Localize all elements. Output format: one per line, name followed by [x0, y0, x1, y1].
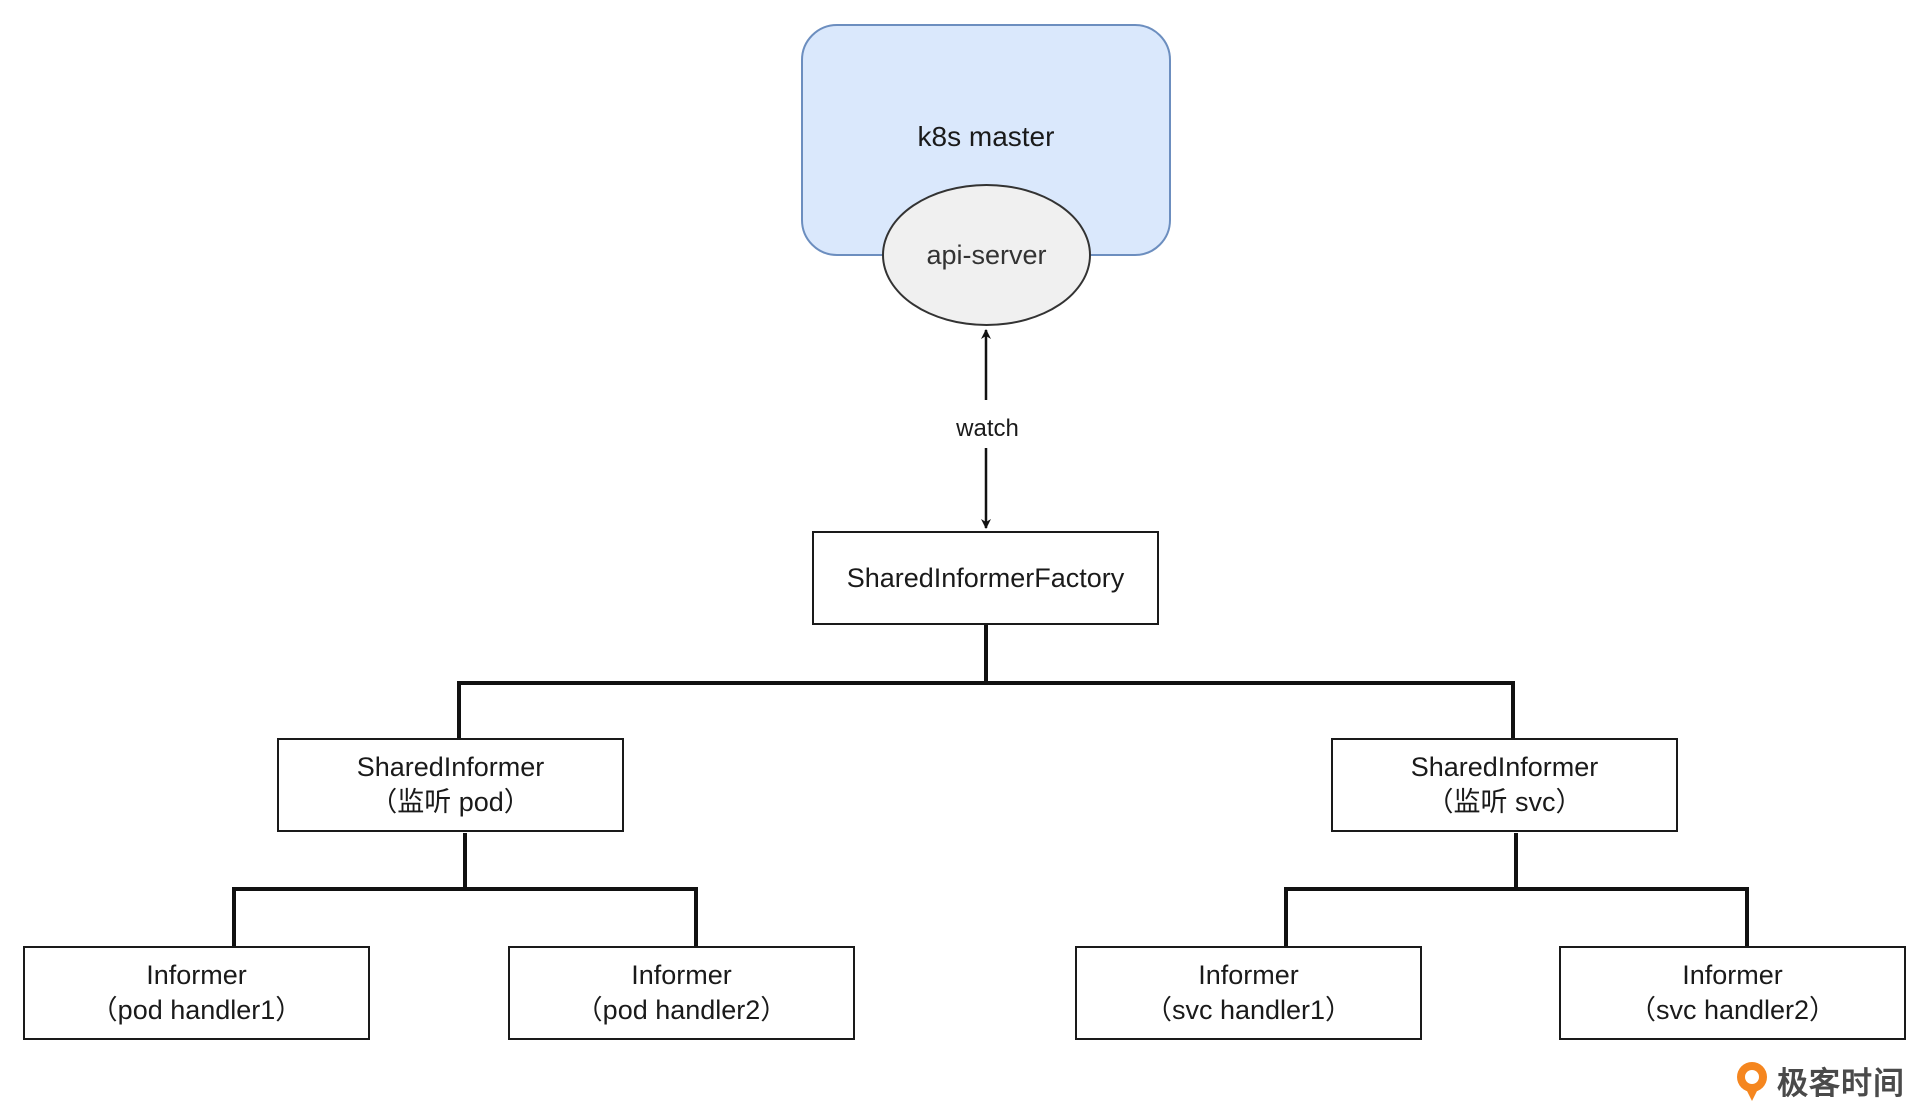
informer-pod-handler2-name: Informer	[631, 960, 732, 990]
shared-informer-factory-box: SharedInformerFactory	[812, 531, 1159, 625]
pod-tree-connector	[232, 833, 698, 946]
geektime-logo-text: 极客时间	[1777, 1066, 1905, 1101]
shared-informer-pod-name: SharedInformer	[356, 752, 545, 782]
svc-tree-connector	[1284, 833, 1749, 946]
informer-svc-handler2-detail: （svc handler2）	[1628, 995, 1837, 1025]
informer-svc-handler2-box: Informer （svc handler2）	[1559, 946, 1906, 1040]
informer-pod-handler2-detail: （pod handler2）	[575, 995, 788, 1025]
informer-svc-handler2-name: Informer	[1682, 960, 1783, 990]
k8s-master-label: k8s master	[917, 121, 1055, 152]
watch-label: watch	[930, 413, 1045, 445]
api-server-label: api-server	[926, 239, 1047, 270]
informer-svc-handler1-box: Informer （svc handler1）	[1075, 946, 1422, 1040]
factory-tree-connector	[457, 625, 1515, 738]
geektime-logo-icon	[1737, 1061, 1767, 1101]
shared-informer-svc-name: SharedInformer	[1410, 752, 1599, 782]
informer-pod-handler2-box: Informer （pod handler2）	[508, 946, 855, 1040]
informer-svc-handler1-name: Informer	[1198, 960, 1299, 990]
shared-informer-pod-detail: （监听 pod）	[370, 787, 531, 817]
shared-informer-pod-box: SharedInformer （监听 pod）	[277, 738, 624, 832]
shared-informer-svc-box: SharedInformer （监听 svc）	[1331, 738, 1678, 832]
informer-pod-handler1-detail: （pod handler1）	[90, 995, 303, 1025]
informer-pod-handler1-box: Informer （pod handler1）	[23, 946, 370, 1040]
api-server-ellipse: api-server	[882, 184, 1091, 326]
shared-informer-factory-label: SharedInformerFactory	[846, 562, 1125, 593]
geektime-watermark: 极客时间	[1733, 1058, 1905, 1103]
shared-informer-svc-detail: （监听 svc）	[1426, 787, 1583, 817]
informer-pod-handler1-name: Informer	[146, 960, 247, 990]
informer-svc-handler1-detail: （svc handler1）	[1144, 995, 1353, 1025]
